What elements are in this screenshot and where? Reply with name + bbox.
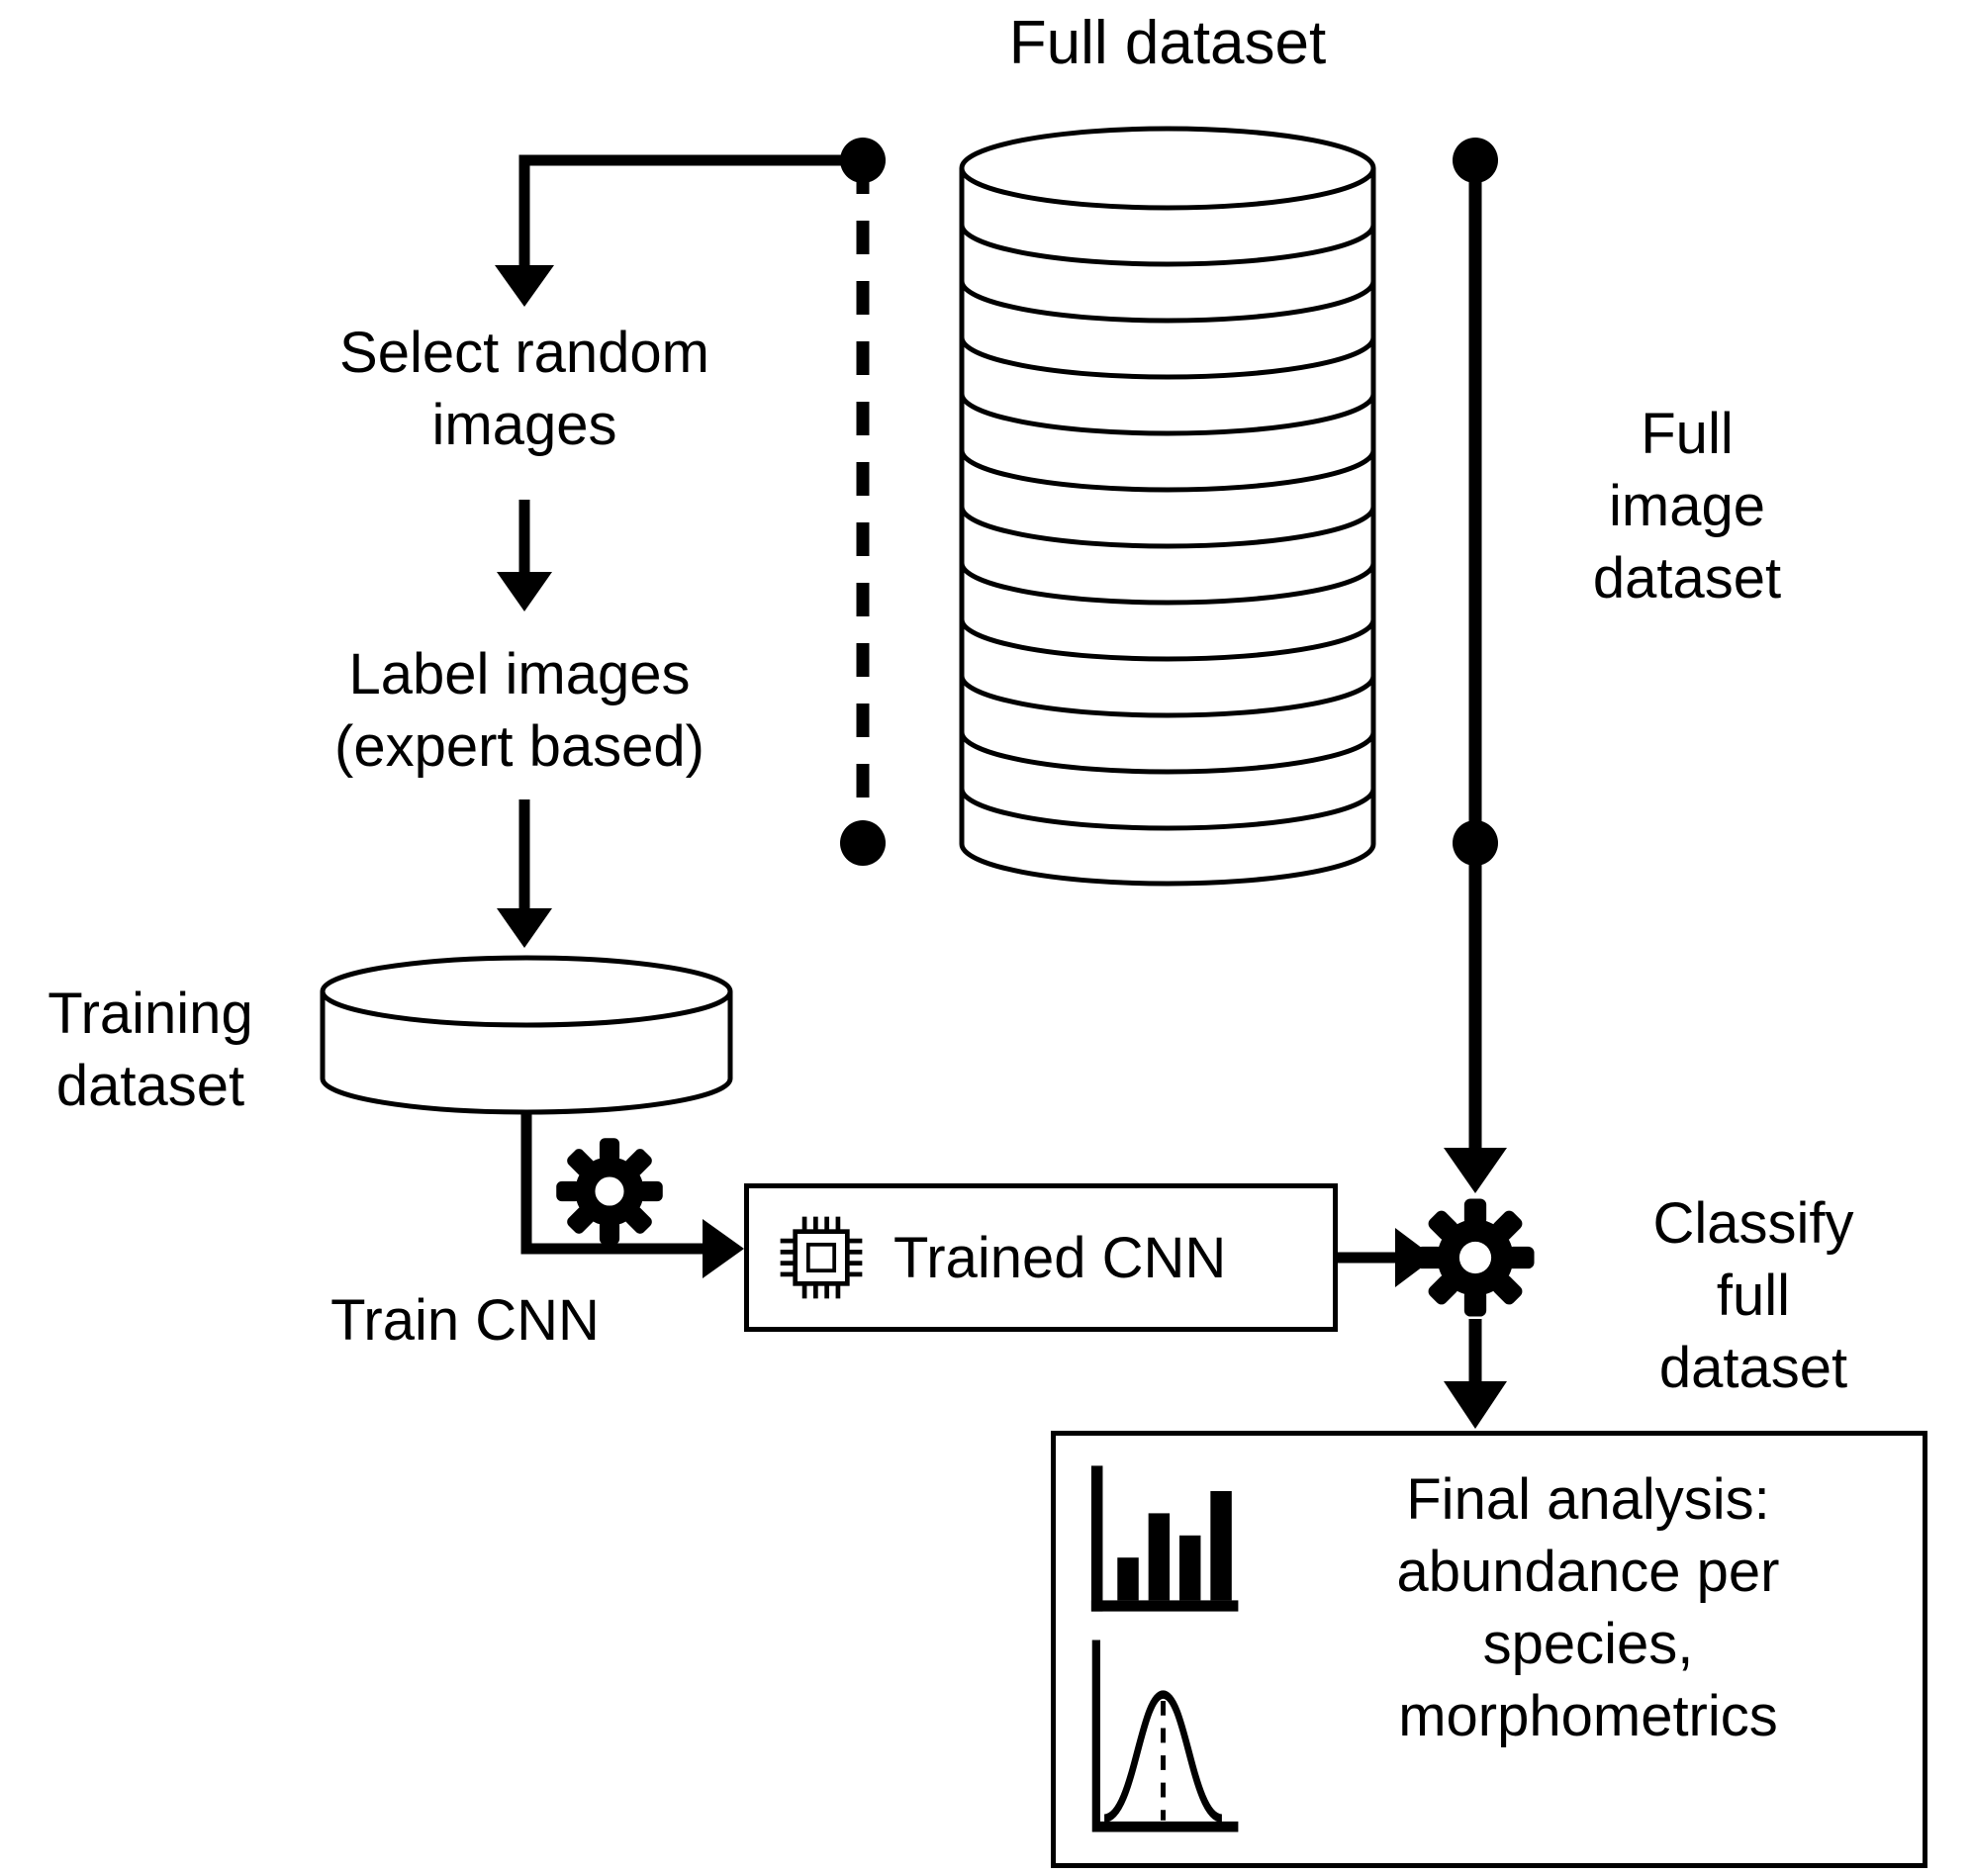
trained-cnn-box: Trained CNN	[744, 1183, 1338, 1332]
classify-gear-icon	[1414, 1196, 1537, 1319]
training-dataset-cylinder-icon	[320, 955, 733, 1115]
training-dataset-arrow	[497, 799, 552, 948]
label-images-arrow	[497, 500, 552, 611]
bell-curve-icon	[1081, 1632, 1245, 1841]
title-full-dataset: Full dataset	[1008, 9, 1327, 77]
to-final-analysis-arrow	[1444, 1319, 1507, 1429]
full-image-dataset-label: Full image dataset	[1592, 402, 1782, 610]
select-random-arrow	[495, 154, 863, 307]
dashed-sample-connector	[840, 138, 886, 866]
bar-chart-icon	[1081, 1459, 1245, 1618]
train-cnn-label: Train CNN	[330, 1288, 600, 1353]
step-select-random-images: Select random images	[339, 321, 709, 457]
training-dataset-label: Training dataset	[47, 982, 253, 1118]
full-image-dataset-connector	[1444, 138, 1507, 1193]
to-classify-arrow	[1338, 1228, 1435, 1287]
train-gear-icon	[554, 1136, 665, 1247]
full-dataset-stack-icon	[959, 126, 1376, 887]
train-cnn-arrow	[520, 1112, 744, 1278]
final-analysis-box: Final analysis: abundance per species, m…	[1051, 1431, 1927, 1868]
cpu-chip-icon	[775, 1211, 868, 1304]
classify-full-dataset-label: Classify full dataset	[1652, 1191, 1854, 1400]
step-label-images: Label images (expert based)	[334, 642, 705, 779]
trained-cnn-label: Trained CNN	[893, 1225, 1227, 1290]
final-analysis-label: Final analysis: abundance per species, m…	[1396, 1467, 1780, 1748]
